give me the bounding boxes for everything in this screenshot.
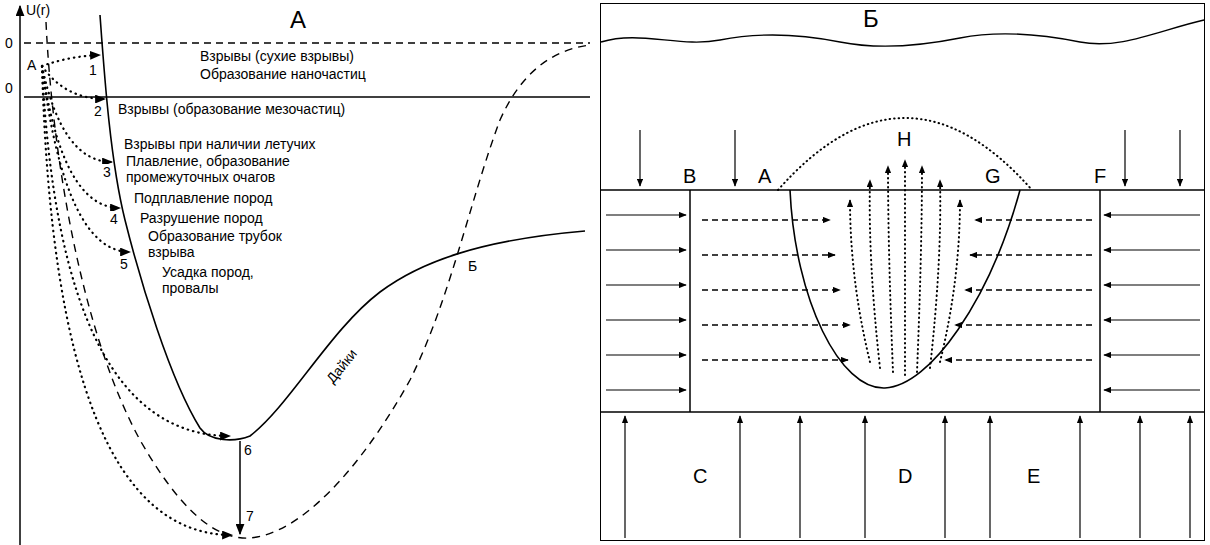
inner-arrow bbox=[955, 324, 1092, 325]
transition-arrow bbox=[42, 66, 230, 436]
callout-number: 4 bbox=[109, 211, 119, 227]
callout-number: 1 bbox=[88, 62, 98, 78]
zone-letter: H bbox=[897, 128, 911, 151]
flux-arrow bbox=[1079, 416, 1080, 538]
flux-arrow bbox=[1189, 416, 1190, 538]
side-arrow bbox=[1104, 249, 1200, 250]
rise-arrow bbox=[904, 160, 906, 375]
axis-label: U(r) bbox=[26, 2, 50, 18]
inner-arrow bbox=[702, 219, 830, 220]
process-note: Взрывы при наличии летучих bbox=[124, 136, 316, 152]
rise-arrow bbox=[940, 200, 960, 362]
potential-curve-dashed bbox=[46, 22, 590, 538]
process-note: Образование трубок взрыва bbox=[148, 228, 298, 260]
rise-arrow bbox=[917, 166, 922, 372]
flux-arrow bbox=[944, 416, 945, 538]
potential-curve-solid bbox=[100, 15, 585, 440]
point-letter: A bbox=[27, 57, 36, 73]
process-note: Взрывы (сухие взрывы) bbox=[200, 48, 354, 64]
dome-outline bbox=[778, 118, 1032, 190]
layer-top bbox=[601, 189, 1204, 191]
flux-arrow bbox=[739, 416, 740, 538]
zero-line-solid bbox=[24, 96, 590, 98]
flux-arrow bbox=[1139, 416, 1140, 538]
boundary-line bbox=[689, 190, 691, 412]
flux-arrow bbox=[624, 416, 625, 538]
rise-arrow bbox=[850, 200, 870, 362]
process-note: Взрывы (образование мезочастиц) bbox=[118, 101, 345, 117]
zone-letter: D bbox=[898, 465, 912, 488]
y-axis bbox=[19, 6, 21, 545]
boundary-line bbox=[1099, 190, 1101, 412]
zone-letter: B bbox=[683, 165, 696, 188]
zero-mark: 0 bbox=[5, 80, 13, 96]
process-note: Подплавление пород bbox=[134, 190, 272, 206]
transition-arrow bbox=[42, 66, 130, 252]
inner-arrow bbox=[965, 289, 1092, 290]
process-note: Разрушение пород bbox=[140, 210, 263, 226]
process-note: Усадка пород, провалы bbox=[162, 264, 277, 296]
curve-label: Дайки bbox=[323, 346, 360, 386]
flux-arrow bbox=[799, 416, 800, 538]
zero-mark: 0 bbox=[5, 35, 13, 51]
surface-line bbox=[601, 20, 1204, 46]
inner-arrow bbox=[970, 254, 1092, 255]
side-arrow bbox=[606, 354, 686, 355]
zone-letter: C bbox=[693, 465, 707, 488]
inner-arrow bbox=[702, 289, 840, 290]
zone-letter: F bbox=[1094, 165, 1106, 188]
flux-arrow bbox=[989, 416, 990, 538]
zone-letter: G bbox=[985, 165, 1001, 188]
zone-letter: A bbox=[758, 165, 771, 188]
side-arrow bbox=[1104, 389, 1200, 390]
side-arrow bbox=[606, 249, 686, 250]
pressure-arrow bbox=[639, 130, 640, 186]
layer-bottom bbox=[601, 411, 1204, 413]
callout-number: 5 bbox=[119, 256, 129, 272]
callout-number: 6 bbox=[244, 442, 252, 458]
side-arrow bbox=[606, 319, 686, 320]
inner-arrow bbox=[945, 359, 1092, 360]
side-arrow bbox=[1104, 284, 1200, 285]
inner-arrow bbox=[975, 219, 1092, 220]
pressure-arrow bbox=[734, 130, 735, 186]
process-note: Плавление, образование промежуточных оча… bbox=[126, 153, 301, 185]
side-arrow bbox=[606, 284, 686, 285]
pressure-arrow bbox=[1179, 130, 1180, 186]
side-arrow bbox=[606, 389, 686, 390]
side-arrow bbox=[1104, 319, 1200, 320]
inner-arrow bbox=[702, 254, 835, 255]
transition-arrow bbox=[42, 66, 112, 162]
point-letter: Б bbox=[468, 258, 477, 274]
inner-arrow bbox=[702, 359, 848, 360]
side-arrow bbox=[1104, 354, 1200, 355]
inner-arrow bbox=[702, 324, 850, 325]
callout-number: 3 bbox=[102, 164, 112, 180]
side-arrow bbox=[1104, 214, 1200, 215]
zone-letter: E bbox=[1027, 465, 1040, 488]
panel-letter: А bbox=[290, 6, 306, 34]
side-arrow bbox=[606, 214, 686, 215]
panel-frame: Б bbox=[600, 3, 1205, 541]
rise-arrow bbox=[930, 180, 940, 368]
rise-arrow bbox=[870, 180, 880, 368]
flux-arrow bbox=[864, 416, 865, 538]
zero-line-dashed bbox=[24, 42, 590, 43]
pressure-arrow bbox=[1124, 130, 1125, 186]
panel-letter: Б bbox=[863, 5, 879, 33]
callout-number: 2 bbox=[93, 103, 103, 119]
drop-arrow bbox=[239, 441, 241, 534]
rise-arrow bbox=[888, 166, 893, 372]
callout-number: 7 bbox=[246, 508, 254, 524]
process-note: Образование наночастиц bbox=[200, 66, 366, 82]
